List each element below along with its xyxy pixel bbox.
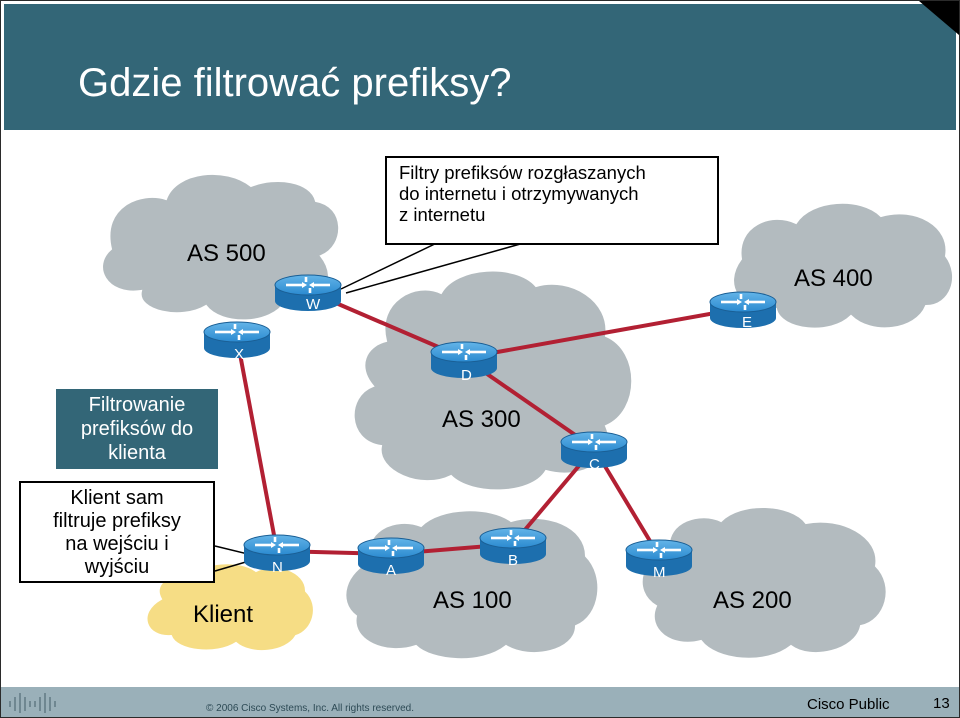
callout-customer-filtering: Filtrowanie prefiksów do klienta bbox=[56, 389, 218, 469]
callout-client-self-filter: Klient sam filtruje prefiksy na wejściu … bbox=[19, 481, 215, 583]
cloud-as400 bbox=[732, 201, 955, 330]
klient-label: Klient bbox=[193, 601, 253, 628]
callout-white-line-1: Klient sam bbox=[70, 487, 164, 509]
router-d-icon: D bbox=[429, 340, 499, 384]
router-n-label: N bbox=[272, 559, 283, 576]
callout-dark-line-1: Filtrowanie bbox=[88, 394, 186, 416]
callout-top-line-2: do internetu i otrzymywanych bbox=[399, 183, 639, 204]
router-a-icon: A bbox=[356, 536, 426, 579]
router-b-icon: B bbox=[478, 526, 548, 569]
router-w-label: W bbox=[306, 296, 321, 313]
as500-label: AS 500 bbox=[187, 240, 266, 267]
router-x-icon: X bbox=[202, 320, 272, 363]
router-x-label: X bbox=[234, 346, 244, 363]
callout-white-line-4: wyjściu bbox=[84, 556, 150, 578]
footer: © 2006 Cisco Systems, Inc. All rights re… bbox=[1, 687, 959, 717]
router-m-icon: M bbox=[624, 538, 694, 581]
network-diagram: W X D E C N A B M AS 500 AS 400 AS 300 A… bbox=[101, 173, 955, 661]
router-n-icon: N bbox=[242, 533, 312, 576]
router-e-label: E bbox=[742, 314, 752, 331]
callout-top-line-1: Filtry prefiksów rozgłaszanych bbox=[399, 162, 646, 183]
callout-dark-line-2: prefiksów do bbox=[80, 418, 194, 440]
router-w-icon: W bbox=[273, 273, 343, 313]
as100-label: AS 100 bbox=[433, 587, 512, 614]
link-x-n bbox=[235, 337, 279, 552]
page-number: 13 bbox=[933, 695, 950, 712]
cloud-as200 bbox=[640, 505, 888, 660]
callout-dark-line-3: klienta bbox=[108, 442, 166, 464]
title-bar bbox=[4, 4, 956, 130]
as200-label: AS 200 bbox=[713, 587, 792, 614]
router-c-icon: C bbox=[559, 430, 629, 473]
as300-label: AS 300 bbox=[442, 406, 521, 433]
router-m-label: M bbox=[653, 564, 666, 581]
footer-classification: Cisco Public bbox=[807, 696, 890, 713]
callout-top-line-3: z internetu bbox=[399, 204, 486, 225]
link-d-e bbox=[463, 306, 744, 360]
router-e-icon: E bbox=[708, 290, 778, 331]
router-d-label: D bbox=[461, 367, 472, 384]
as400-label: AS 400 bbox=[794, 265, 873, 292]
callout-white-line-3: na wejściu i bbox=[65, 533, 169, 555]
footer-copyright: © 2006 Cisco Systems, Inc. All rights re… bbox=[206, 703, 415, 714]
router-c-label: C bbox=[589, 456, 600, 473]
cloud-as100 bbox=[344, 509, 600, 661]
router-b-label: B bbox=[508, 552, 518, 569]
callout-white-line-2: filtruje prefiksy bbox=[53, 510, 181, 532]
router-a-label: A bbox=[386, 562, 396, 579]
callout-upstream-filters: Filtry prefiksów rozgłaszanych do intern… bbox=[385, 156, 719, 245]
cisco-logo-icon bbox=[9, 693, 56, 713]
corner-mark bbox=[919, 1, 959, 35]
slide-title: Gdzie filtrować prefiksy? bbox=[78, 61, 512, 105]
